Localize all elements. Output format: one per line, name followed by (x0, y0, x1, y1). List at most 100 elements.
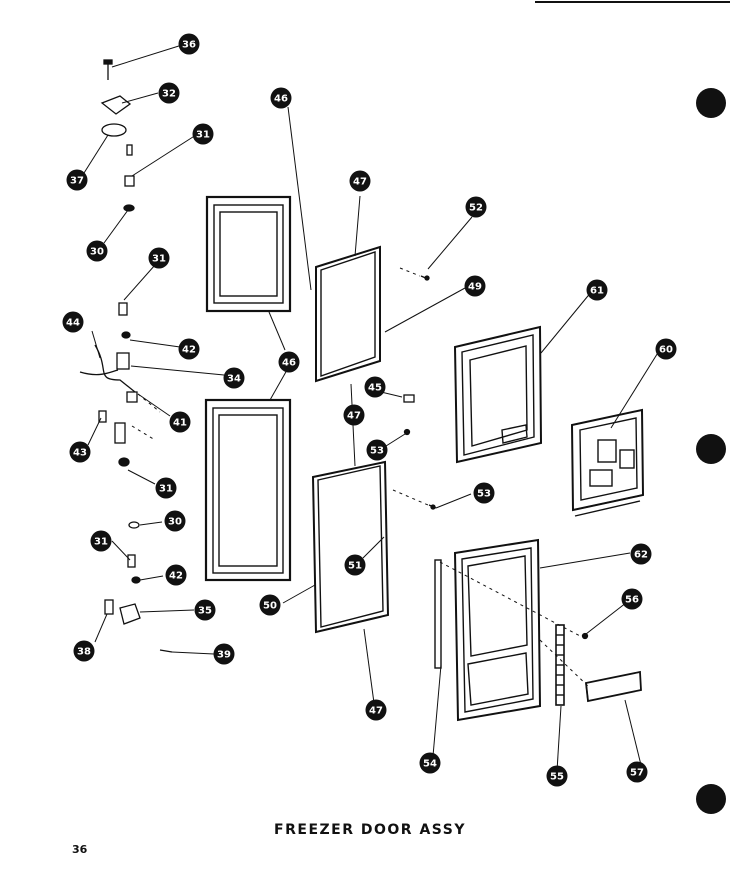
callout-number: 45 (368, 383, 382, 394)
callout-balloon (344, 554, 366, 576)
callout-balloon (90, 530, 112, 552)
callout-41: 41 (169, 411, 191, 433)
leader-lines (83, 44, 660, 772)
callout-number: 43 (73, 448, 87, 459)
door-strip (434, 559, 442, 669)
callout-balloon (148, 247, 170, 269)
callout-balloon (194, 599, 216, 621)
callout-number: 30 (168, 517, 182, 528)
callout-balloon (86, 240, 108, 262)
lower-door-panel (311, 460, 390, 634)
binder-hole (696, 88, 726, 118)
upper-door-frame (205, 195, 292, 313)
callout-number: 39 (217, 650, 231, 661)
callout-number: 51 (348, 561, 362, 572)
control-bracket (570, 408, 645, 517)
callout-number: 36 (182, 40, 196, 51)
callout-62: 62 (630, 543, 652, 565)
callout-balloon (366, 439, 388, 461)
callout-37: 37 (66, 169, 88, 191)
callout-number: 50 (263, 601, 277, 612)
callout-35: 35 (194, 599, 216, 621)
callout-32: 32 (158, 82, 180, 104)
callout-57: 57 (626, 761, 648, 783)
callout-53: 53 (473, 482, 495, 504)
callout-number: 37 (70, 176, 84, 187)
callout-number: 34 (227, 374, 241, 385)
alignment-lines (131, 267, 591, 689)
callout-31: 31 (148, 247, 170, 269)
callout-number: 60 (659, 345, 673, 356)
callout-61: 61 (586, 279, 608, 301)
callout-number: 31 (159, 484, 173, 495)
callout-balloon (655, 338, 677, 360)
callout-number: 53 (370, 446, 384, 457)
binder-hole (696, 434, 726, 464)
lower-liner (453, 538, 542, 722)
page-title: FREEZER DOOR ASSY (274, 822, 466, 838)
callout-46: 46 (270, 87, 292, 109)
callout-number: 54 (423, 759, 437, 770)
callout-39: 39 (213, 643, 235, 665)
callout-34: 34 (223, 367, 245, 389)
callout-number: 31 (94, 537, 108, 548)
callout-number: 56 (625, 595, 639, 606)
callout-number: 53 (477, 489, 491, 500)
callout-55: 55 (546, 765, 568, 787)
callout-number: 35 (198, 606, 212, 617)
callout-number: 55 (550, 772, 564, 783)
callout-balloon (223, 367, 245, 389)
callout-balloon (343, 404, 365, 426)
callout-balloon (178, 338, 200, 360)
callout-number: 52 (469, 203, 483, 214)
callout-balloon (178, 33, 200, 55)
callout-number: 42 (169, 571, 183, 582)
callout-balloon (465, 196, 487, 218)
callout-balloon (259, 594, 281, 616)
callout-54: 54 (419, 752, 441, 774)
handle-trim (585, 670, 642, 703)
upper-liner (453, 325, 543, 464)
callout-balloon (62, 311, 84, 333)
page-number: 36 (72, 843, 88, 856)
callout-49: 49 (464, 275, 486, 297)
callout-30: 30 (164, 510, 186, 532)
parts-artwork (79, 1, 730, 814)
lower-door-frame (204, 398, 292, 582)
callout-group: 36 32 31 37 30 31 44 42 34 41 43 31 30 31 42 35 38 39 46 46… (62, 33, 677, 787)
callout-number: 47 (369, 706, 383, 717)
callout-balloon (546, 765, 568, 787)
callout-52: 52 (465, 196, 487, 218)
callout-number: 62 (634, 550, 648, 561)
callout-number: 41 (173, 418, 187, 429)
hinge-hardware (79, 59, 589, 653)
callout-42: 42 (178, 338, 200, 360)
callout-31: 31 (155, 477, 177, 499)
callout-50: 50 (259, 594, 281, 616)
callout-42: 42 (165, 564, 187, 586)
callout-30: 30 (86, 240, 108, 262)
callout-number: 31 (196, 130, 210, 141)
callout-number: 57 (630, 768, 644, 779)
callout-47: 47 (365, 699, 387, 721)
callout-38: 38 (73, 640, 95, 662)
callout-number: 46 (282, 358, 296, 369)
callout-balloon (165, 564, 187, 586)
callout-number: 42 (182, 345, 196, 356)
callout-balloon (278, 351, 300, 373)
callout-53: 53 (366, 439, 388, 461)
callout-balloon (365, 699, 387, 721)
callout-balloon (66, 169, 88, 191)
callout-47: 47 (349, 170, 371, 192)
callout-36: 36 (178, 33, 200, 55)
callout-56: 56 (621, 588, 643, 610)
callout-balloon (364, 376, 386, 398)
callout-31: 31 (90, 530, 112, 552)
callout-44: 44 (62, 311, 84, 333)
callout-balloon (586, 279, 608, 301)
callout-number: 44 (66, 318, 80, 329)
callout-balloon (626, 761, 648, 783)
callout-31: 31 (192, 123, 214, 145)
callout-43: 43 (69, 441, 91, 463)
